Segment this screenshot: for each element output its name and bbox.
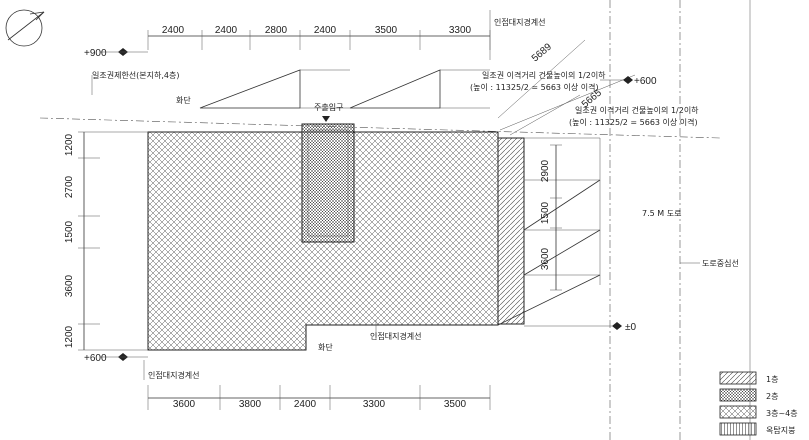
bottom-dim-3: 2400 bbox=[294, 399, 317, 410]
bottom-dimension-line: 3600 3800 2400 3300 3500 bbox=[147, 385, 491, 410]
diag-dim-1: 5689 bbox=[530, 41, 554, 64]
legend: 1층 2층 3층~4층 옥탑지붕 bbox=[719, 371, 798, 436]
road-label: 7.5 M 도로 bbox=[642, 209, 681, 218]
right-dim-2: 1500 bbox=[540, 201, 551, 224]
legend-swatch-3-4f bbox=[719, 405, 757, 419]
note-2-line-2: (높이 : 11325/2 = 5663 이상 이격) bbox=[569, 117, 698, 127]
neighbor-boundary-label-bottom: 인접대지경계선 bbox=[148, 370, 200, 380]
entrance-arrow-icon bbox=[322, 116, 330, 122]
top-dim-5: 3500 bbox=[375, 25, 398, 36]
left-dim-2: 2700 bbox=[64, 175, 75, 198]
top-dim-1: 2400 bbox=[162, 25, 185, 36]
second-floor-strip bbox=[497, 137, 525, 325]
legend-label-2f: 2층 bbox=[766, 392, 778, 401]
left-dimension-line: 1200 2700 1500 3600 1200 bbox=[64, 131, 148, 351]
svg-text:+600: +600 bbox=[84, 353, 107, 364]
note-1-line-1: 일조권 이격거리 건물높이의 1/2이하 bbox=[482, 70, 606, 80]
north-arrow-icon bbox=[5, 9, 45, 47]
level-marker-zero: ±0 bbox=[524, 322, 636, 333]
sunlight-restriction-label: 일조권제한선(본지하,4층) bbox=[92, 70, 179, 80]
legend-swatch-1f bbox=[719, 371, 757, 385]
neighbor-boundary-label-mid: 인접대지경계선 bbox=[370, 331, 422, 341]
left-dim-1: 1200 bbox=[64, 133, 75, 156]
stair-label-bottom: 화단 bbox=[318, 342, 333, 352]
sunlight-setback-line bbox=[39, 117, 721, 139]
note-2-line-1: 일조권 이격거리 건물높이의 1/2이하 bbox=[575, 105, 699, 115]
right-dimension-line: 2900 1500 3600 bbox=[540, 144, 562, 291]
right-slope-area bbox=[497, 137, 601, 326]
stair-label-top: 화단 bbox=[176, 95, 191, 105]
bottom-dim-5: 3500 bbox=[444, 399, 467, 410]
legend-label-3-4f: 3층~4층 bbox=[766, 409, 798, 418]
legend-swatch-2f bbox=[719, 388, 757, 402]
legend-swatch-roof bbox=[719, 422, 757, 436]
upper-slope-area bbox=[199, 69, 490, 109]
top-dim-4: 2400 bbox=[314, 25, 337, 36]
level-marker-bottom-left: +600 bbox=[84, 353, 148, 364]
svg-text:+900: +900 bbox=[84, 48, 107, 59]
right-dim-3: 3600 bbox=[540, 247, 551, 270]
top-dim-3: 2800 bbox=[265, 25, 288, 36]
entrance-label: 주출입구 bbox=[314, 102, 343, 112]
rooftop-core bbox=[301, 123, 355, 243]
note-1-line-2: (높이 : 11325/2 = 5663 이상 이격) bbox=[470, 82, 599, 92]
top-dim-6: 3300 bbox=[449, 25, 472, 36]
bottom-dim-2: 3800 bbox=[239, 399, 262, 410]
level-marker-top: +900 bbox=[84, 48, 148, 59]
legend-label-roof: 옥탑지붕 bbox=[766, 426, 795, 435]
level-marker-right-top: +600 bbox=[600, 76, 657, 87]
road-center-label: 도로중심선 bbox=[702, 258, 739, 268]
top-dimension-line: 2400 2400 2800 2400 3500 3300 bbox=[147, 25, 491, 50]
top-dim-2: 2400 bbox=[215, 25, 238, 36]
left-dim-5: 1200 bbox=[64, 325, 75, 348]
svg-text:+600: +600 bbox=[634, 76, 657, 87]
right-dim-1: 2900 bbox=[540, 159, 551, 182]
svg-text:±0: ±0 bbox=[625, 322, 636, 333]
left-dim-3: 1500 bbox=[64, 220, 75, 243]
bottom-dim-4: 3300 bbox=[363, 399, 386, 410]
neighbor-boundary-label-top: 인접대지경계선 bbox=[494, 17, 546, 27]
bottom-dim-1: 3600 bbox=[173, 399, 196, 410]
legend-label-1f: 1층 bbox=[766, 375, 778, 384]
left-dim-4: 3600 bbox=[64, 274, 75, 297]
